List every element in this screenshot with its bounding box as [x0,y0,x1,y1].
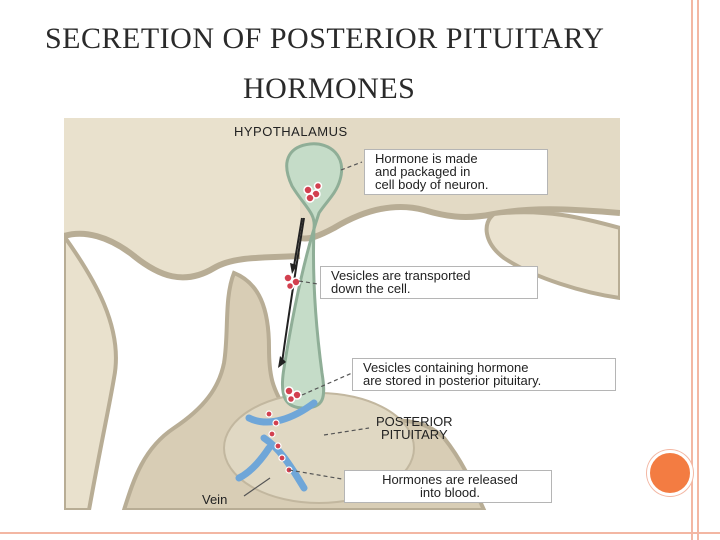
right-tissue [484,210,620,301]
left-tissue [64,232,118,510]
transport-arrow [281,217,305,364]
pituitary-diagram: HYPOTHALAMUS Hormone is made and package… [64,118,620,510]
vesicle-cluster-axon [283,273,301,291]
label-vesicles-stored: Vesicles containing hormone are stored i… [352,358,616,391]
label-hormones-released: Hormones are released into blood. [344,470,552,503]
slide-title-line-2: HORMONES [243,72,416,105]
label-hypothalamus: HYPOTHALAMUS [234,124,348,139]
label-vein: Vein [202,492,228,507]
frame-line-right [697,0,699,540]
label-vesicles-transported: Vesicles are transported down the cell. [320,266,538,299]
hypothalamus-tissue-left [64,118,300,278]
frame-line-left [691,0,693,540]
label-hormone-made: Hormone is made and packaged in cell bod… [364,149,548,195]
label-posterior-pituitary: POSTERIOR PITUITARY [376,414,453,442]
transport-arrow-2 [293,217,303,267]
frame-line-bottom [0,532,720,534]
slide-title-line-1: SECRETION OF POSTERIOR PITUITARY [45,22,605,55]
vesicle-cluster-terminal [284,386,302,404]
neuron-cell-body [280,142,343,410]
vesicle-cluster-cell-body [303,181,323,203]
slide-title: SECRETION OF POSTERIOR PITUITARY HORMONE… [45,14,645,114]
decorative-orange-circle [647,450,693,496]
